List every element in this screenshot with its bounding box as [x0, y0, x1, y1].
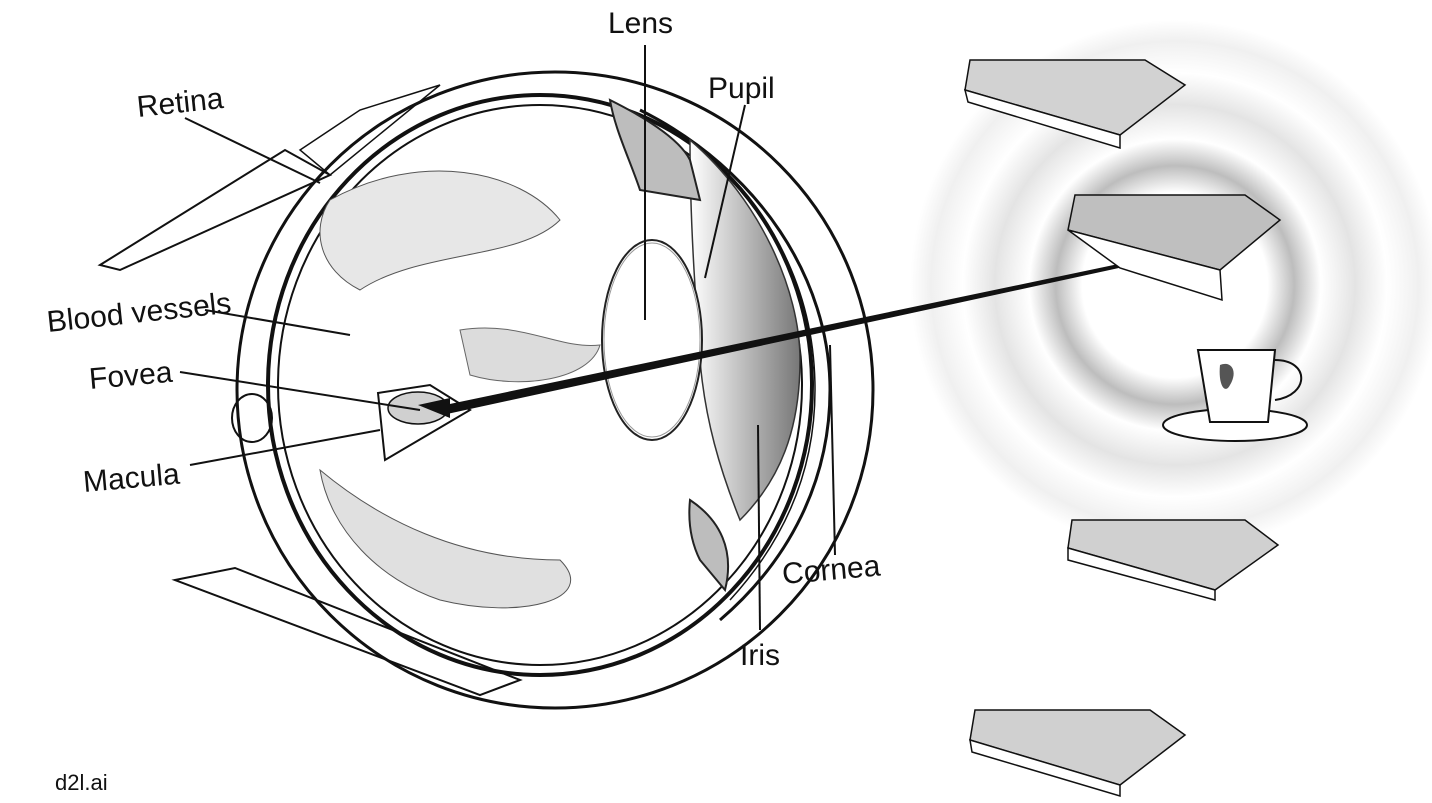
- label-pupil: Pupil: [708, 72, 775, 105]
- leader-macula: [189, 429, 381, 466]
- leader-cornea: [829, 344, 836, 556]
- label-cornea: Cornea: [781, 549, 882, 590]
- upper-eye-muscle: [97, 84, 441, 272]
- ciliary-body-lower: [688, 498, 730, 593]
- book-3: [1067, 519, 1280, 601]
- book-2: [1067, 194, 1282, 302]
- ciliary-body-upper: [608, 98, 702, 202]
- label-fovea: Fovea: [88, 356, 174, 396]
- book-4: [969, 709, 1187, 798]
- source-credit: d2l.ai: [55, 770, 108, 795]
- label-macula: Macula: [82, 458, 182, 499]
- label-lens: Lens: [608, 7, 673, 40]
- label-blood-vessels: Blood vessels: [45, 287, 233, 339]
- leader-iris: [757, 424, 761, 631]
- lens-shape: [601, 239, 703, 441]
- optic-nerve: [231, 393, 273, 443]
- cup-and-saucer: [1162, 349, 1308, 442]
- book-1: [963, 59, 1187, 150]
- cornea-shape: [639, 108, 832, 622]
- leader-retina: [184, 117, 321, 184]
- label-iris: Iris: [740, 639, 780, 672]
- focus-halo: [910, 20, 1432, 550]
- lower-eye-muscle: [171, 566, 523, 697]
- leader-fovea: [179, 371, 421, 411]
- eyeball: [235, 70, 875, 710]
- leader-blood-vessels: [204, 309, 351, 336]
- macula-box: [376, 383, 472, 462]
- leader-pupil: [704, 104, 746, 279]
- leader-lines: [179, 45, 836, 631]
- light-ray: [418, 262, 1128, 418]
- label-retina: Retina: [135, 82, 225, 124]
